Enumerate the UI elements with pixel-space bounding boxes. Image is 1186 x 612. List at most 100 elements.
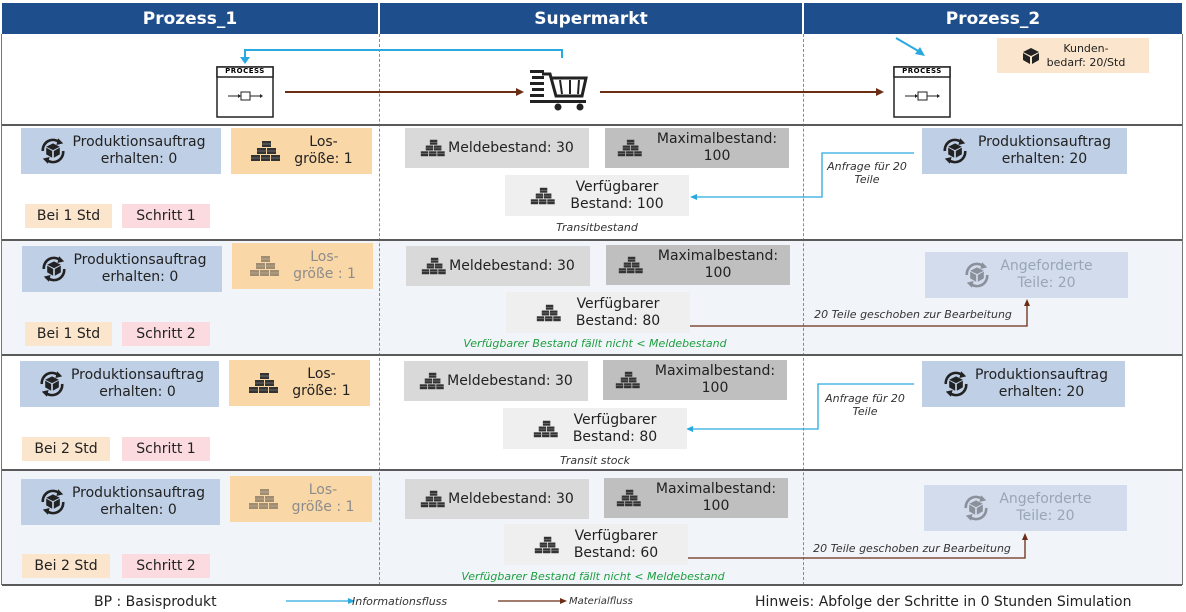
r2-max-stock: Maximalbestand: 100 [606,245,790,285]
r4-reorder-point-text: Meldebestand: 30 [448,490,574,507]
r4-right-box-text: Angeforderte Teile: 20 [999,491,1092,524]
r4-right-box: Angeforderte Teile: 20 [924,485,1127,531]
footer-bp: BP : Basisprodukt [94,594,217,610]
r3-max-stock: Maximalbestand: 100 [603,360,787,400]
r3-lot-size-text: Los- größe: 1 [292,366,351,399]
r2-max-stock-text: Maximalbestand: 100 [657,248,779,281]
frame-right [1182,34,1183,585]
r1-reorder-point: Meldebestand: 30 [405,128,589,168]
stacked-boxes-icon [250,140,284,162]
stacked-boxes-icon [616,488,644,508]
r1-production-order-text: Produktionsauftrag erhalten: 0 [72,134,206,167]
r2-production-order-text: Produktionsauftrag erhalten: 0 [73,252,207,285]
stacked-boxes-icon [249,255,283,277]
recycle-box-icon [938,134,972,168]
r4-lot-size-text: Los- größe : 1 [291,482,355,515]
r3-reorder-point-text: Meldebestand: 30 [447,372,573,389]
r1-lot-size: Los- größe: 1 [231,128,372,174]
r1-production-order: Produktionsauftrag erhalten: 0 [21,128,221,174]
stacked-boxes-icon [615,370,643,390]
r1-step-tag: Schritt 1 [122,204,210,228]
r4-available-stock: Verfügbarer Bestand: 60 [504,524,688,565]
r2-lot-size-text: Los- größe : 1 [293,249,356,282]
r2-right-box: Angeforderte Teile: 20 [925,252,1128,298]
r1-max-stock: Maximalbestand: 100 [605,128,789,168]
r3-reorder-point: Meldebestand: 30 [404,361,588,401]
r4-reorder-point: Meldebestand: 30 [405,479,589,519]
r4-time-tag: Bei 2 Std [22,554,110,578]
r4-step-tag: Schritt 2 [122,554,210,578]
column-divider-1 [379,34,380,585]
footer-info-flow: Informationsfluss [352,595,448,608]
r2-step-tag: Schritt 2 [122,322,210,346]
r3-flow-note: Anfrage für 20 Teile [825,392,905,418]
recycle-box-icon [36,485,70,519]
r4-production-order: Produktionsauftrag erhalten: 0 [21,479,220,525]
stacked-boxes-icon [420,138,448,158]
r3-production-order-text: Produktionsauftrag erhalten: 0 [70,367,205,400]
r1-available-stock-text: Verfügbarer Bestand: 100 [570,178,664,212]
r1-available-stock: Verfügbarer Bestand: 100 [505,175,689,216]
recycle-box-icon [36,134,70,168]
r2-stock-note: Verfügbarer Bestand fällt nicht < Meldeb… [463,337,727,350]
stacked-boxes-icon [248,488,282,510]
r1-reorder-point-text: Meldebestand: 30 [448,139,574,156]
row-divider-2 [2,239,1182,241]
r3-right-box-text: Produktionsauftrag erhalten: 20 [974,367,1109,400]
r2-right-box-text: Angeforderte Teile: 20 [1000,258,1093,291]
stacked-boxes-icon [618,255,646,275]
r2-production-order: Produktionsauftrag erhalten: 0 [22,246,222,292]
r4-available-stock-text: Verfügbarer Bestand: 60 [573,527,659,561]
row-divider-5 [2,584,1182,586]
r4-flow-note: 20 Teile geschoben zur Bearbeitung [813,542,1011,555]
stacked-boxes-icon [617,138,645,158]
r2-reorder-point-text: Meldebestand: 30 [449,257,575,274]
r3-production-order: Produktionsauftrag erhalten: 0 [20,361,219,407]
r1-max-stock-text: Maximalbestand: 100 [656,131,778,164]
r4-lot-size: Los- größe : 1 [230,476,372,522]
stacked-boxes-icon [248,372,282,394]
r2-reorder-point: Meldebestand: 30 [406,246,590,286]
r3-available-stock: Verfügbarer Bestand: 80 [503,408,687,449]
cart-icon [530,70,588,111]
stacked-boxes-icon [419,371,447,391]
r3-time-tag: Bei 2 Std [22,437,110,461]
frame-left [1,34,2,585]
row-divider-1 [2,124,1182,126]
stacked-boxes-icon [533,419,561,439]
stacked-boxes-icon [420,489,448,509]
box-icon [1021,46,1041,66]
customer-demand-box: Kunden- bedarf: 20/Std [997,38,1149,73]
row-divider-3 [2,354,1182,356]
r3-stock-note: Transit stock [560,454,630,467]
footer-hint: Hinweis: Abfolge der Schritte in 0 Stund… [755,594,1132,610]
header-prozess-1: Prozess_1 [2,3,378,34]
r1-stock-note: Transitbestand [556,221,638,234]
r1-flow-note: Anfrage für 20 Teile [827,160,907,186]
r1-lot-size-text: Los- größe: 1 [294,134,353,167]
r2-available-stock: Verfügbarer Bestand: 80 [506,292,690,333]
recycle-box-icon [959,491,993,525]
process-1-label: PROCESS [225,67,265,75]
r1-time-tag: Bei 1 Std [25,204,112,228]
r3-step-tag: Schritt 1 [122,437,210,461]
r3-right-box: Produktionsauftrag erhalten: 20 [922,361,1125,407]
r3-lot-size: Los- größe: 1 [229,360,370,406]
recycle-box-icon [939,367,973,401]
recycle-box-icon [960,258,994,292]
stacked-boxes-icon [534,535,562,555]
r4-stock-note: Verfügbarer Bestand fällt nicht < Meldeb… [461,570,725,583]
customer-demand-text: Kunden- bedarf: 20/Std [1046,41,1126,69]
r2-lot-size: Los- größe : 1 [232,243,373,289]
process-2-label: PROCESS [902,67,942,75]
header-prozess-2: Prozess_2 [804,3,1182,34]
r2-flow-note: 20 Teile geschoben zur Bearbeitung [814,308,1012,321]
recycle-box-icon [37,252,71,286]
info-flow-arrow-icon [286,598,355,604]
stacked-boxes-icon [536,303,564,323]
r3-max-stock-text: Maximalbestand: 100 [654,363,776,396]
material-flow-arrow-icon [498,598,567,604]
recycle-box-icon [35,367,69,401]
row-divider-4 [2,469,1182,471]
stacked-boxes-icon [530,186,558,206]
